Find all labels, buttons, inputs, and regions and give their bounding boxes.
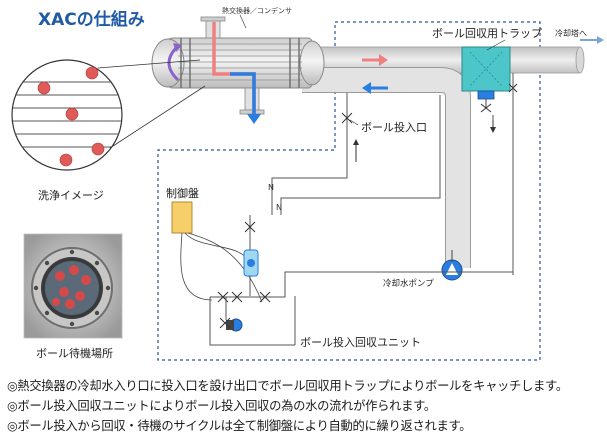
inlet-pipe-outline [302,67,471,268]
control-panel-label: 制御盤 [166,186,199,200]
note-3: ◎ボール投入から回収・待機のサイクルは全て制御盤により自動的に繰り返されます。 [7,419,472,433]
trap-label: ボール回収用トラップ [432,27,542,40]
notes-section: ◎熱交換器の冷却水入り口に投入口を設け出口でボール回収用トラップによりボールをキ… [7,376,605,436]
control-panel [171,201,193,234]
wash-image-label: 洗浄イメージ [38,188,104,202]
diagram-title: XACの仕組み [38,9,145,30]
to-tower-arrow-icon [597,36,604,44]
exchanger-right-head [299,40,325,86]
to-tower-label: 冷却塔へ [555,28,587,38]
ball-inlet-label: ボール投入口 [361,120,427,134]
ball-recovery-trap [461,46,511,92]
svg-text:N: N [268,183,274,192]
tube-sheets [180,38,300,88]
exchanger-label: 熱交換器／コンデンサ [222,6,292,15]
ball-inlet-valve-icon [341,112,353,124]
refrigerant-cold-flow [230,72,256,118]
bottom-nozzle [244,87,260,111]
ball-inlet-line [271,93,348,215]
outlet-pipe-end [575,46,585,74]
inlet-pipe [302,68,470,268]
note-2: ◎ボール投入回収ユニットによりボール投入回収の為の水の流れが作られます。 [7,399,436,413]
cooling-pump-label: 冷却水ポンプ [383,278,434,289]
ball-standby-label: ボール待機場所 [36,346,113,360]
unit-valves [217,291,271,303]
cold-flow-arrow-icon [247,114,261,124]
unit-label: ボール投入回収ユニット [300,335,421,349]
system-dashed-frame [157,21,541,361]
xac-system-diagram: XACの仕組み 冷却水ポンプ 熱交換器／コンデンサ [11,6,604,361]
unit-valve-icon-1 [244,221,256,233]
photo-balls [52,265,91,309]
wash-image-balls [37,66,105,167]
photo-bolts [33,249,111,327]
note-1: ◎熱交換器の冷却水入り口に投入口を設け出口でボール回収用トラップによりボールをキ… [7,379,568,393]
svg-text:N: N [276,203,282,212]
